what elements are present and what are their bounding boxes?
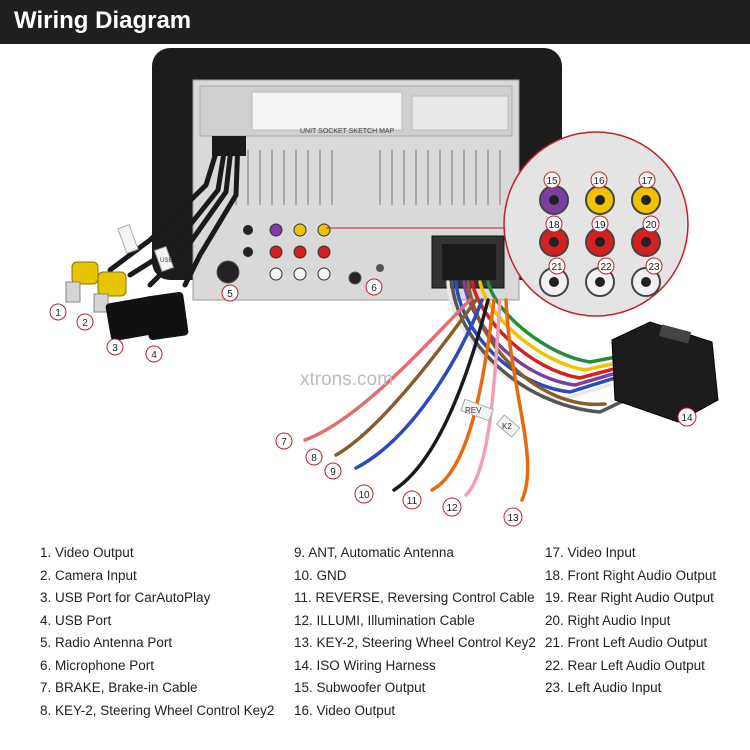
svg-text:10: 10 [358,490,370,501]
legend-item-4: 4. USB Port [40,613,112,628]
legend-item-7: 7. BRAKE, Brake-in Cable [40,680,198,695]
usb-tag-text: USB [160,258,172,264]
rca-jack-23 [631,267,661,297]
usb-plug-carautoplay [105,297,155,341]
callout-5: 5 [221,284,239,302]
svg-text:22: 22 [600,262,612,273]
callout-21: 21 [548,257,566,275]
legend-item-1: 1. Video Output [40,545,134,560]
svg-text:1: 1 [55,308,61,319]
legend-item-3: 3. USB Port for CarAutoPlay [40,590,211,605]
callout-23: 23 [645,257,663,275]
legend-item-22: 22. Rear Left Audio Output [545,658,705,673]
callout-3: 3 [106,338,124,356]
callout-16: 16 [590,171,608,189]
legend-item-17: 17. Video Input [545,545,636,560]
mic-port [348,271,362,285]
callout-22: 22 [597,257,615,275]
svg-text:17: 17 [641,176,653,187]
callout-13: 13 [503,507,523,527]
wiring-diagram: UNIT SOCKET SKETCH MAP [0,44,750,540]
svg-text:21: 21 [551,262,563,273]
svg-text:9: 9 [330,467,336,478]
legend-item-9: 9. ANT, Automatic Antenna [294,545,454,560]
svg-text:19: 19 [594,220,606,231]
svg-text:5: 5 [227,289,233,300]
svg-text:20: 20 [645,220,657,231]
callout-18: 18 [545,215,563,233]
callout-6: 6 [365,278,383,296]
page-title: Wiring Diagram [14,7,192,34]
legend-item-5: 5. Radio Antenna Port [40,635,173,650]
unit-rca-cluster [269,223,331,281]
legend-item-10: 10. GND [294,568,347,583]
svg-text:16: 16 [593,176,605,187]
legend-item-19: 19. Rear Right Audio Output [545,590,714,605]
svg-text:4: 4 [151,350,157,361]
svg-text:11: 11 [407,496,418,507]
svg-text:3: 3 [112,343,118,354]
svg-text:2: 2 [82,318,88,329]
callout-17: 17 [638,171,656,189]
svg-text:7: 7 [281,437,287,448]
watermark-text: xtrons.com [300,369,393,390]
svg-text:6: 6 [371,283,377,294]
legend-item-18: 18. Front Right Audio Output [545,568,717,583]
antenna-port [216,260,240,284]
header-bar: Wiring Diagram [0,0,750,44]
iso-harness-connector [611,321,719,423]
svg-text:18: 18 [548,220,560,231]
rca-plug-camera-input [93,271,127,313]
rca-jack-17 [631,185,661,215]
callout-20: 20 [642,215,660,233]
legend-item-14: 14. ISO Wiring Harness [294,658,436,673]
wire-tag-labels: REV K2 [460,398,521,438]
callout-9: 9 [324,462,342,480]
rca-plug-video-output [65,261,99,303]
svg-text:14: 14 [681,413,693,424]
svg-text:23: 23 [648,262,660,273]
callout-2: 2 [76,313,94,331]
callout-19: 19 [591,215,609,233]
callout-4: 4 [145,345,163,363]
legend-item-16: 16. Video Output [294,703,396,718]
sketch-map-label: UNIT SOCKET SKETCH MAP [300,128,395,135]
legend-item-2: 2. Camera Input [40,568,137,583]
legend-item-21: 21. Front Left Audio Output [545,635,708,650]
reverse-tag-text: REV [465,406,482,415]
iso-wire-bundle [303,280,638,502]
svg-text:13: 13 [507,513,519,524]
callout-14: 14 [677,407,697,427]
callout-8: 8 [305,448,323,466]
callout-1: 1 [49,303,67,321]
key-tag-text: K2 [502,422,512,431]
usb-plug-standard [143,291,189,341]
legend-item-8: 8. KEY-2, Steering Wheel Control Key2 [40,703,275,718]
rca-jack-19 [585,227,615,257]
head-unit-chassis: UNIT SOCKET SKETCH MAP [192,79,520,301]
legend-item-6: 6. Microphone Port [40,658,155,673]
callout-15: 15 [543,171,561,189]
legend-item-11: 11. REVERSE, Reversing Control Cable [294,590,535,605]
callout-11: 11 [402,490,422,510]
svg-text:15: 15 [546,176,558,187]
legend-item-15: 15. Subwoofer Output [294,680,426,695]
legend-item-12: 12. ILLUMI, Illumination Cable [294,613,475,628]
legend-item-20: 20. Right Audio Input [545,613,671,628]
legend-item-23: 23. Left Audio Input [545,680,662,695]
rca-jack-20 [631,227,661,257]
rca-jack-15 [539,185,569,215]
callout-7: 7 [275,432,293,450]
svg-text:12: 12 [446,503,458,514]
callout-12: 12 [442,497,462,517]
legend: 1. Video Output 2. Camera Input 3. USB P… [0,540,750,750]
callout-10: 10 [354,484,374,504]
usb-tag-labels: USB [117,224,175,273]
legend-item-13: 13. KEY-2, Steering Wheel Control Key2 [294,635,536,650]
rca-jack-16 [585,185,615,215]
svg-text:8: 8 [311,453,317,464]
